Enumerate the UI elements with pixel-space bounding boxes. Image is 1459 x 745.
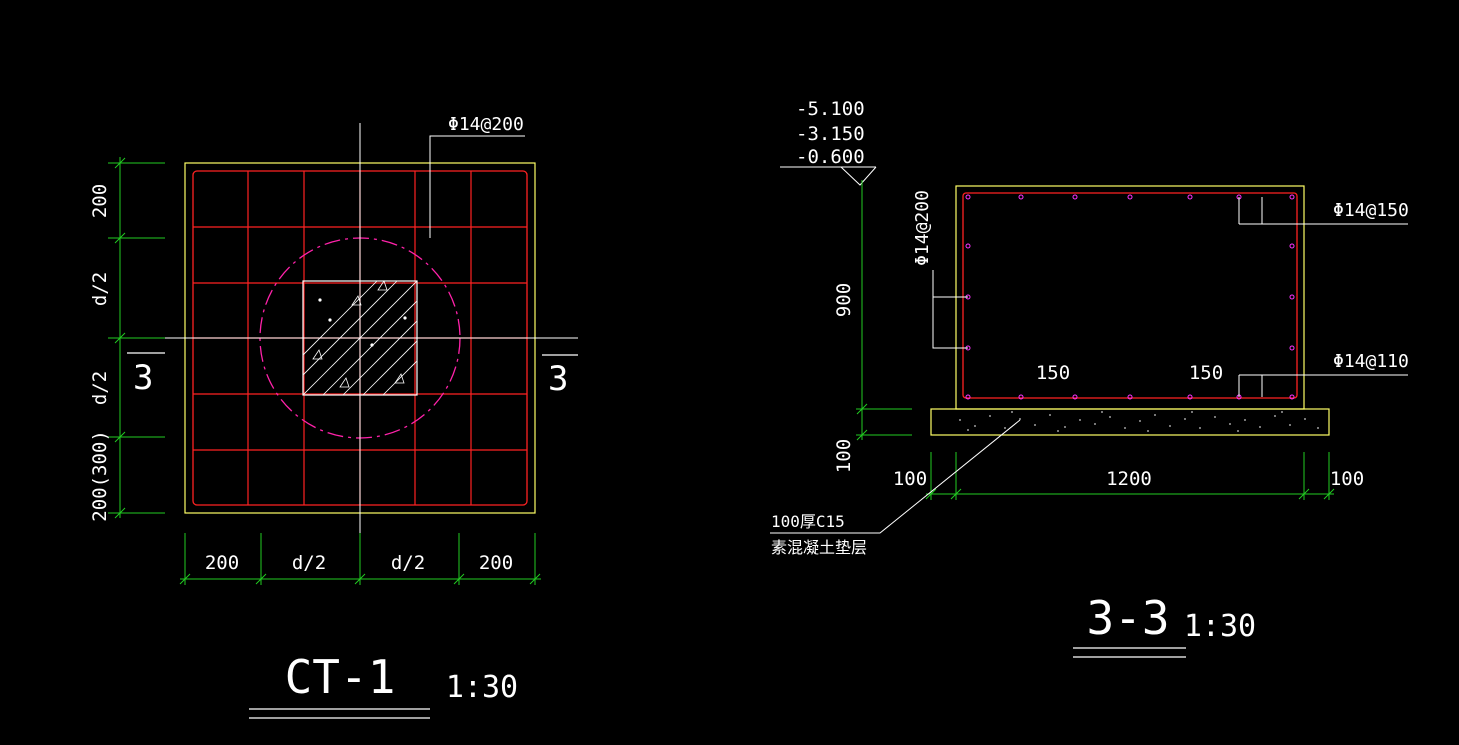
spacing-label-2: 150 [1189, 362, 1223, 384]
concrete-pad [930, 408, 1330, 436]
section-view: -5.100 -3.150 -0.600 Φ14@200 [770, 98, 1409, 658]
section-dim-pad: 100 [833, 439, 855, 473]
section-scale: 1:30 [1184, 609, 1256, 644]
plan-dims-bottom [179, 533, 541, 585]
plan-view: 3 3 Φ14@200 200 d/2 d/2 200(300) [89, 114, 578, 719]
section-mark-left-label: 3 [133, 358, 153, 398]
side-rebar-label: Φ14@200 [912, 190, 933, 266]
plan-rebar-leader [429, 135, 525, 238]
elevation-2: -3.150 [796, 123, 865, 145]
pad-note-line1: 100厚C15 [771, 512, 845, 531]
plan-dim-left-1: 200 [89, 184, 111, 218]
section-dim-bottom-2: 1200 [1106, 468, 1152, 490]
section-dim-bottom-3: 100 [1330, 468, 1364, 490]
elevation-marker [780, 166, 877, 186]
plan-scale: 1:30 [446, 670, 518, 705]
section-bar-dots [965, 194, 1295, 400]
top-rebar-leader [1238, 197, 1408, 225]
plan-dim-left-3: d/2 [89, 371, 111, 405]
section-dim-height: 900 [833, 283, 855, 317]
bottom-rebar-label: Φ14@110 [1333, 351, 1409, 372]
pad-note-leader [770, 419, 1021, 534]
concrete-pad-speckle [959, 411, 1319, 432]
plan-title: CT-1 [285, 650, 396, 704]
plan-dim-bottom-4: 200 [479, 552, 513, 574]
bottom-rebar-leader [1238, 374, 1408, 397]
section-dim-bottom-1: 100 [893, 468, 927, 490]
plan-dims-left [108, 157, 165, 519]
section-rebar-cage [962, 192, 1298, 399]
plan-center-lines [122, 123, 578, 543]
section-dims-vertical [856, 180, 912, 441]
section-outline [955, 185, 1305, 410]
section-mark-right: 3 [542, 354, 578, 399]
side-rebar-leader [932, 296, 968, 349]
elevation-1: -5.100 [796, 98, 865, 120]
plan-rebar-label: Φ14@200 [448, 114, 524, 135]
elevation-3: -0.600 [796, 146, 865, 168]
plan-dim-bottom-2: d/2 [292, 552, 326, 574]
top-rebar-label: Φ14@150 [1333, 200, 1409, 221]
plan-dim-left-2: d/2 [89, 272, 111, 306]
section-mark-right-label: 3 [548, 359, 568, 399]
section-mark-left: 3 [127, 352, 165, 398]
plan-dim-left-4: 200(300) [89, 430, 111, 522]
spacing-label-1: 150 [1036, 362, 1070, 384]
plan-dim-bottom-3: d/2 [391, 552, 425, 574]
plan-dim-bottom-1: 200 [205, 552, 239, 574]
pad-note-line2: 素混凝土垫层 [771, 538, 867, 557]
section-title: 3-3 [1086, 591, 1169, 645]
